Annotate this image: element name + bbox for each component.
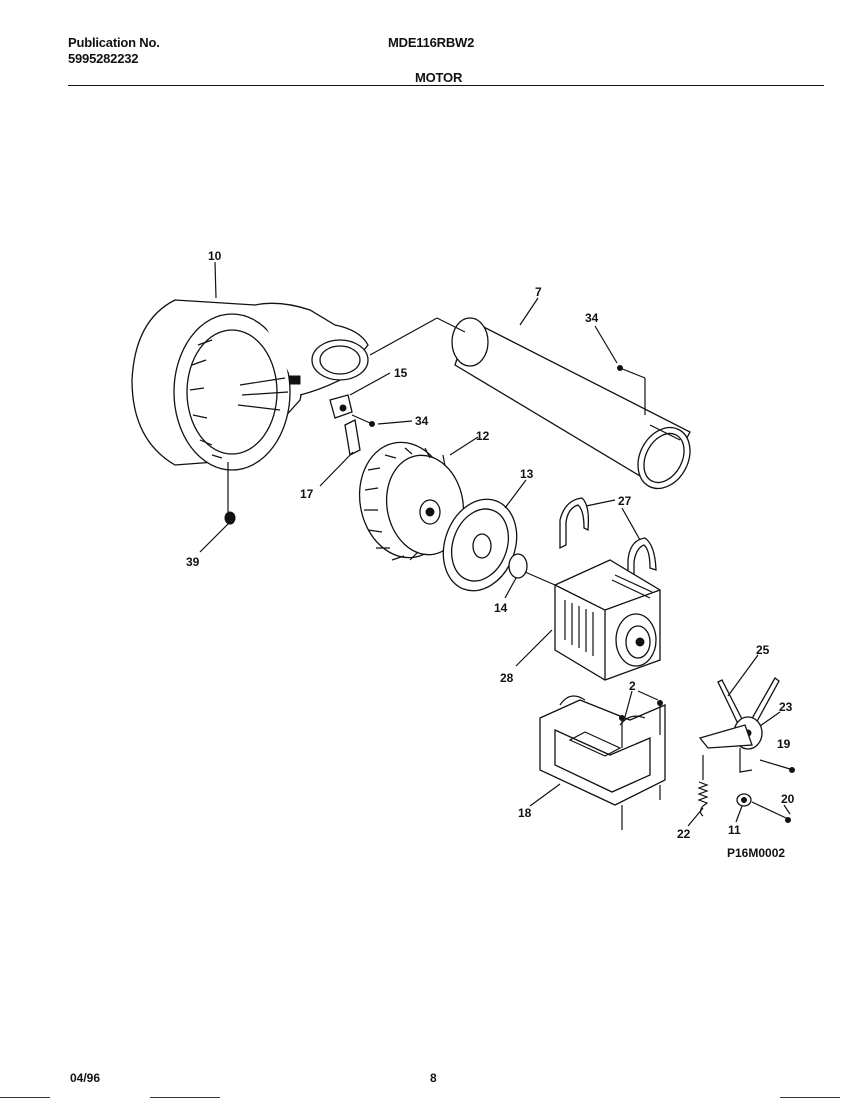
callout-18: 18 bbox=[518, 806, 532, 820]
callout-19: 19 bbox=[777, 737, 791, 751]
publication-label: Publication No. bbox=[68, 35, 160, 50]
callout-13: 13 bbox=[520, 467, 534, 481]
diagram-code: P16M0002 bbox=[727, 846, 785, 860]
callout-10: 10 bbox=[208, 249, 222, 263]
blower-wheel bbox=[358, 441, 465, 561]
callout-12: 12 bbox=[476, 429, 490, 443]
exhaust-duct bbox=[451, 317, 691, 490]
header-rule bbox=[68, 85, 824, 86]
blower-housing bbox=[131, 299, 369, 471]
model-number: MDE116RBW2 bbox=[388, 35, 475, 50]
screw-34-mid bbox=[369, 421, 375, 427]
callout-25: 25 bbox=[756, 643, 770, 657]
callout-14: 14 bbox=[494, 601, 508, 615]
callout-27: 27 bbox=[618, 494, 632, 508]
screw-39 bbox=[224, 462, 236, 525]
footer-date: 04/96 bbox=[70, 1071, 101, 1085]
motor-base-18 bbox=[539, 695, 666, 830]
disc-13 bbox=[442, 498, 518, 592]
leader-lines bbox=[199, 261, 791, 827]
idler-arm-25 bbox=[698, 677, 795, 773]
footer-page-number: 8 bbox=[430, 1071, 437, 1085]
bracket-17 bbox=[344, 419, 361, 456]
callout-23: 23 bbox=[779, 700, 793, 714]
callout-2: 2 bbox=[629, 679, 636, 693]
callout-39: 39 bbox=[186, 555, 200, 569]
screw-20 bbox=[785, 817, 791, 823]
bottom-edge-mark-right bbox=[780, 1097, 840, 1098]
callout-34-mid: 34 bbox=[415, 414, 429, 428]
callout-17: 17 bbox=[300, 487, 314, 501]
spring-22 bbox=[697, 755, 709, 817]
publication-number: 5995282232 bbox=[68, 51, 139, 66]
bottom-edge-mark-left bbox=[0, 1097, 50, 1098]
ring-14 bbox=[508, 553, 528, 579]
motor-28 bbox=[524, 559, 661, 681]
callout-22: 22 bbox=[677, 827, 691, 841]
callout-labels: 10 7 34 15 34 12 17 13 27 39 14 28 2 25 … bbox=[186, 249, 795, 860]
callout-7: 7 bbox=[535, 285, 542, 299]
clip-15 bbox=[329, 394, 353, 419]
callout-11: 11 bbox=[728, 823, 741, 837]
callout-15: 15 bbox=[394, 366, 408, 380]
strap-27-a bbox=[559, 497, 590, 550]
callout-28: 28 bbox=[500, 671, 514, 685]
callout-20: 20 bbox=[781, 792, 795, 806]
callout-34-upper: 34 bbox=[585, 311, 599, 325]
section-title: MOTOR bbox=[415, 70, 463, 85]
bottom-edge-mark-mid bbox=[150, 1097, 220, 1098]
